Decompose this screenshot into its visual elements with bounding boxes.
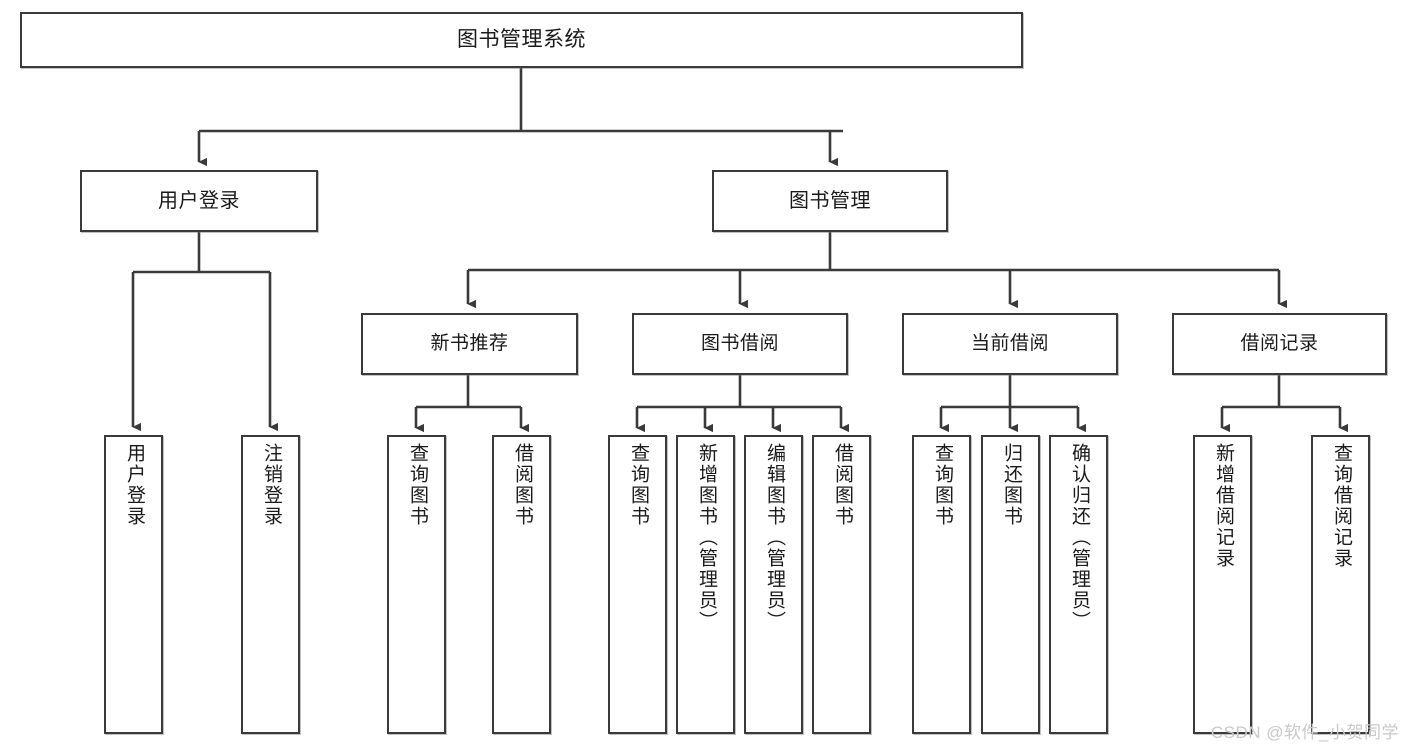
node-label: 查询图书: [627, 443, 649, 527]
node-leaf-add-borrow-record[interactable]: 新增借阅记录: [1193, 435, 1252, 734]
node-leaf-return-book[interactable]: 归还图书: [981, 435, 1040, 734]
node-label: 用户登录: [123, 443, 145, 527]
node-book-management[interactable]: 图书管理: [712, 170, 948, 232]
node-leaf-borrow-book-recommend[interactable]: 借阅图书: [492, 435, 551, 734]
node-label: 新增借阅记录: [1212, 443, 1234, 569]
node-leaf-logout[interactable]: 注销登录: [241, 435, 300, 734]
node-label: 用户登录: [158, 189, 240, 212]
node-leaf-add-book-admin[interactable]: 新增图书（管理员）: [676, 435, 735, 734]
node-label: 图书借阅: [700, 333, 779, 355]
node-label: 图书管理系统: [457, 28, 586, 52]
node-user-login[interactable]: 用户登录: [80, 170, 318, 232]
node-label: 查询借阅记录: [1330, 443, 1352, 569]
node-label: 注销登录: [260, 443, 282, 527]
node-label: 确认归还（管理员）: [1068, 443, 1090, 632]
node-borrow-record[interactable]: 借阅记录: [1172, 313, 1387, 375]
node-leaf-borrow-book[interactable]: 借阅图书: [812, 435, 871, 734]
node-leaf-confirm-return-admin[interactable]: 确认归还（管理员）: [1049, 435, 1108, 734]
node-label: 借阅图书: [511, 443, 533, 527]
node-current-borrow[interactable]: 当前借阅: [902, 313, 1118, 375]
node-label: 借阅图书: [831, 443, 853, 527]
node-leaf-query-book-current[interactable]: 查询图书: [912, 435, 971, 734]
node-label: 新书推荐: [430, 333, 509, 355]
node-label: 编辑图书（管理员）: [763, 443, 785, 632]
node-leaf-query-book-borrow[interactable]: 查询图书: [608, 435, 667, 734]
node-label: 借阅记录: [1240, 333, 1319, 355]
node-label: 新增图书（管理员）: [695, 443, 717, 632]
node-label: 查询图书: [931, 443, 953, 527]
node-label: 归还图书: [1000, 443, 1022, 527]
node-leaf-query-book-recommend[interactable]: 查询图书: [387, 435, 446, 734]
csdn-watermark: CSDN @软件_小贺同学: [1210, 723, 1399, 742]
node-leaf-user-login[interactable]: 用户登录: [104, 435, 163, 734]
node-leaf-edit-book-admin[interactable]: 编辑图书（管理员）: [744, 435, 803, 734]
node-label: 查询图书: [406, 443, 428, 527]
node-label: 当前借阅: [970, 333, 1049, 355]
node-new-book-recommend[interactable]: 新书推荐: [361, 313, 578, 375]
node-root-book-management-system[interactable]: 图书管理系统: [20, 12, 1023, 68]
node-label: 图书管理: [789, 189, 871, 212]
node-leaf-query-borrow-record[interactable]: 查询借阅记录: [1311, 435, 1370, 734]
node-book-borrow[interactable]: 图书借阅: [632, 313, 848, 375]
